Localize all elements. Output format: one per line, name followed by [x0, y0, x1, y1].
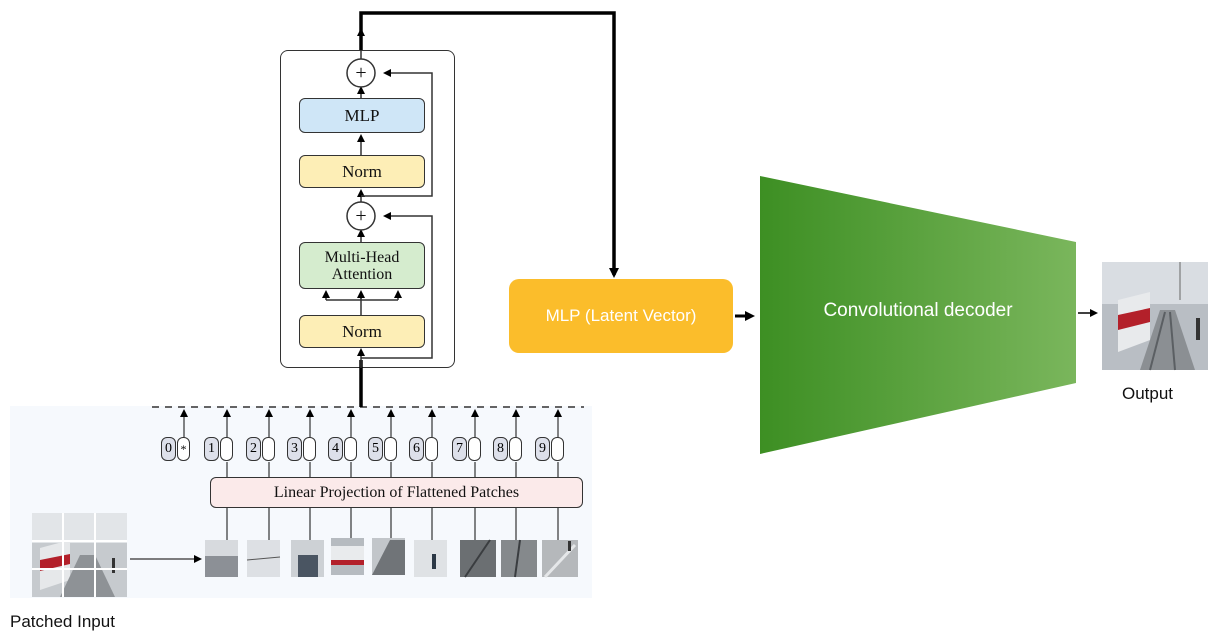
- token-index: 6: [409, 437, 424, 461]
- projection-to-token-lines: [226, 462, 559, 477]
- patch-token: 6: [409, 437, 438, 461]
- token-embedding: [551, 437, 564, 461]
- token-embedding: [220, 437, 233, 461]
- add-symbol-bottom: +: [355, 204, 367, 227]
- token-index: 9: [535, 437, 550, 461]
- token-index: 3: [287, 437, 302, 461]
- patch-token: 3: [287, 437, 316, 461]
- token-embedding: [303, 437, 316, 461]
- norm-label-top: Norm: [342, 161, 382, 181]
- patch-token: 4: [328, 437, 357, 461]
- token-embedding: [262, 437, 275, 461]
- token-index: 2: [246, 437, 261, 461]
- norm-label-bottom: Norm: [342, 321, 382, 341]
- multi-head-attention-block: Multi-Head Attention: [299, 242, 425, 289]
- token-embedding: [425, 437, 438, 461]
- token-up-arrows: [180, 409, 562, 437]
- token-index: 0: [161, 437, 176, 461]
- encoder-to-latent-arrow: [359, 11, 619, 278]
- norm-block-top: Norm: [299, 155, 425, 188]
- patch-token: 9: [535, 437, 564, 461]
- token-index: 4: [328, 437, 343, 461]
- patch-token: 5: [368, 437, 397, 461]
- norm-block-bottom: Norm: [299, 315, 425, 348]
- residual-add-bottom-circle: [346, 201, 376, 231]
- token-index: 7: [452, 437, 467, 461]
- attention-label-line2: Attention: [331, 265, 393, 283]
- latent-label: MLP (Latent Vector): [545, 306, 697, 325]
- patch-sequence: [205, 538, 578, 579]
- linear-projection-block: Linear Projection of Flattened Patches: [210, 477, 583, 508]
- token-embedding: [344, 437, 357, 461]
- patched-input-caption: Patched Input: [10, 612, 115, 631]
- patch-token: 2: [246, 437, 275, 461]
- token-embedding: [468, 437, 481, 461]
- encoder-internal-arrows: [322, 28, 433, 368]
- patched-input-image: [32, 513, 127, 597]
- patch-thumb: [414, 540, 447, 577]
- patch-token: 1: [204, 437, 233, 461]
- token-index: 8: [493, 437, 508, 461]
- output-caption: Output: [1122, 384, 1174, 403]
- token-index: 1: [204, 437, 219, 461]
- mlp-block: MLP: [299, 98, 425, 133]
- linear-projection-label: Linear Projection of Flattened Patches: [273, 483, 520, 501]
- residual-add-top-circle: [346, 58, 376, 88]
- token-embedding: [509, 437, 522, 461]
- class-token-marker: *: [177, 437, 190, 461]
- token-index: 5: [368, 437, 383, 461]
- convolutional-decoder-shape: [760, 176, 1076, 454]
- mlp-label: MLP: [344, 105, 380, 125]
- patch-to-projection-lines: [226, 508, 559, 540]
- convolutional-decoder-label: Convolutional decoder: [823, 300, 1013, 321]
- patch-token: 7: [452, 437, 481, 461]
- token-embedding: [384, 437, 397, 461]
- patch-token: 8: [493, 437, 522, 461]
- mlp-latent-vector-block: MLP (Latent Vector): [509, 279, 733, 353]
- output-image: [1102, 262, 1208, 371]
- attention-label-line1: Multi-Head: [324, 248, 400, 266]
- class-token: 0 *: [161, 437, 190, 461]
- add-symbol-top: +: [355, 61, 367, 84]
